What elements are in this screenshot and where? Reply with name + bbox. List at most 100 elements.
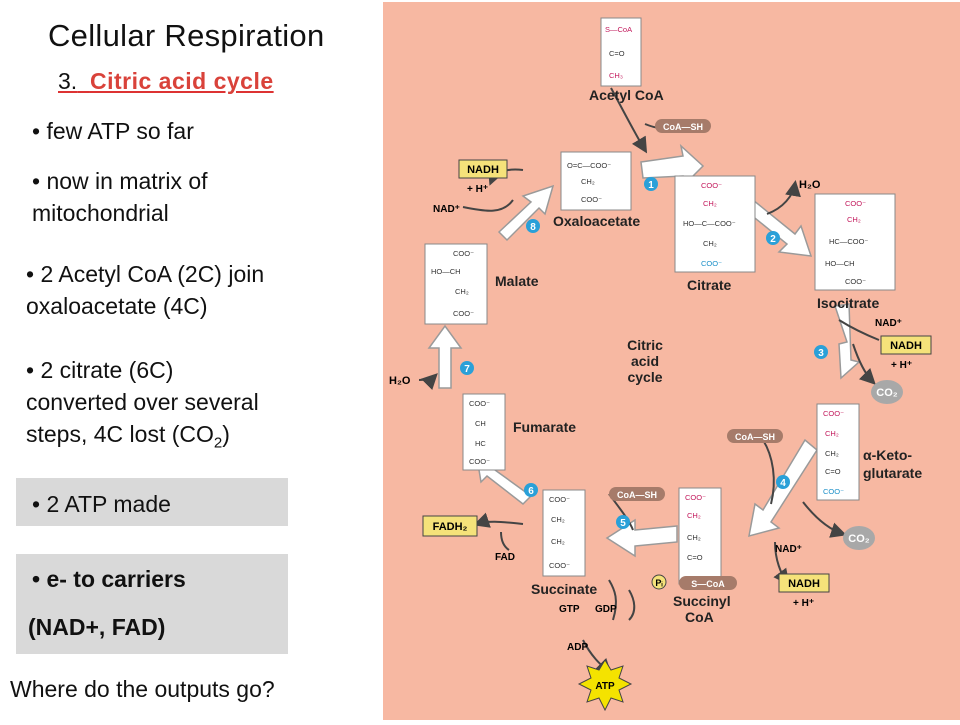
slide-subtitle: 3. Citric acid cycle xyxy=(58,68,274,95)
svg-text:S—CoA: S—CoA xyxy=(605,25,632,34)
box-keto xyxy=(816,403,860,501)
label-keto-2: glutarate xyxy=(863,465,922,481)
coa-sh-label-1: CoA—SH xyxy=(663,122,703,132)
label-isocitrate: Isocitrate xyxy=(817,295,879,311)
citrate-line-1: • 2 citrate (6C) xyxy=(26,357,174,383)
step-3: 3 xyxy=(814,345,828,359)
gdp-label: GDP xyxy=(595,604,617,615)
step-5-label: 5 xyxy=(620,518,626,529)
carriers-line-2: (NAD+, FAD) xyxy=(28,614,166,640)
bullet-text: few ATP so far xyxy=(46,118,194,144)
label-acetyl-coa: Acetyl CoA xyxy=(589,87,664,103)
fad-label: FAD xyxy=(495,552,515,563)
svg-text:CH₂: CH₂ xyxy=(703,199,717,208)
svg-text:COO⁻: COO⁻ xyxy=(685,493,706,502)
svg-text:HO—C—COO⁻: HO—C—COO⁻ xyxy=(683,219,736,228)
svg-text:CH₂: CH₂ xyxy=(847,215,861,224)
svg-text:CH₃: CH₃ xyxy=(609,71,623,80)
diagram-background xyxy=(383,2,960,720)
bullet-text: now in matrix of mitochondrial xyxy=(32,168,208,226)
h-plus-1: + H⁺ xyxy=(467,184,488,195)
nadh-1-label: NADH xyxy=(467,164,499,176)
step-4: 4 xyxy=(776,475,790,489)
svg-text:CH₂: CH₂ xyxy=(687,533,701,542)
svg-text:COO⁻: COO⁻ xyxy=(823,487,844,496)
svg-text:COO⁻: COO⁻ xyxy=(701,181,722,190)
carriers-box: • e- to carriers (NAD+, FAD) xyxy=(16,554,288,654)
arrow-7 xyxy=(427,324,463,389)
coa-sh-pill-2: CoA—SH xyxy=(727,429,783,443)
h-plus-3: + H⁺ xyxy=(793,598,814,609)
svg-text:CH: CH xyxy=(475,419,486,428)
nadh-3-label: NADH xyxy=(788,578,820,590)
atp-made-label: 2 ATP made xyxy=(46,491,171,517)
label-oxaloacetate: Oxaloacetate xyxy=(553,213,640,229)
fadh2-label: FADH₂ xyxy=(433,521,468,533)
fadh2: FADH₂ xyxy=(422,515,478,537)
arrow-5 xyxy=(605,518,678,558)
svg-text:HO—CH: HO—CH xyxy=(431,267,461,276)
co2-2-label: CO₂ xyxy=(848,533,870,545)
svg-text:C=O: C=O xyxy=(825,467,841,476)
step-circles: 1 2 3 4 5 6 7 8 xyxy=(460,177,828,529)
label-keto-1: α-Keto- xyxy=(863,447,912,463)
svg-text:HO—CH: HO—CH xyxy=(825,259,855,268)
carriers-line-1: • e- to carriers xyxy=(32,566,186,592)
nad-plus-3: NAD⁺ xyxy=(775,544,802,555)
svg-text:CH₂: CH₂ xyxy=(551,537,565,546)
label-succinate: Succinate xyxy=(531,581,597,597)
center-label-1: Citric xyxy=(627,337,663,353)
center-label-2: acid xyxy=(631,353,659,369)
pi-label: Pᵢ xyxy=(655,578,663,588)
coa-sh-label-2: CoA—SH xyxy=(735,432,775,442)
atp-made-text: • 2 ATP made xyxy=(32,491,171,517)
bullet-citrate: • 2 citrate (6C) converted over several … xyxy=(26,354,371,460)
arrow-3 xyxy=(834,303,861,380)
co2-2: CO₂ xyxy=(843,526,875,550)
svg-text:COO⁻: COO⁻ xyxy=(845,199,866,208)
side-reactions xyxy=(418,87,880,675)
atp-made-box: • 2 ATP made xyxy=(16,478,288,526)
svg-text:COO⁻: COO⁻ xyxy=(453,249,474,258)
subtitle-number: 3. xyxy=(58,68,78,94)
co2-subscript: 2 xyxy=(213,434,223,452)
svg-text:CH₂: CH₂ xyxy=(825,429,839,438)
pi-badge: Pᵢ xyxy=(651,574,667,590)
center-label: Citric acid cycle xyxy=(627,337,663,385)
box-succinate xyxy=(542,489,586,577)
svg-text:CH₂: CH₂ xyxy=(825,449,839,458)
svg-text:COO⁻: COO⁻ xyxy=(453,309,474,318)
svg-text:COO⁻: COO⁻ xyxy=(469,399,490,408)
molecule-labels: Acetyl CoA Oxaloacetate Citrate Isocitra… xyxy=(495,87,922,625)
outputs-question: Where do the outputs go? xyxy=(10,676,275,702)
svg-text:COO⁻: COO⁻ xyxy=(549,561,570,570)
svg-text:C=O: C=O xyxy=(609,49,625,58)
bullet-matrix: • now in matrix of mitochondrial xyxy=(32,168,208,226)
citrate-line-3: steps, 4C lost (CO2) xyxy=(26,418,371,460)
citrate-line-2: converted over several xyxy=(26,389,259,415)
svg-text:CH₂: CH₂ xyxy=(703,239,717,248)
nadh-3: NADH xyxy=(778,573,830,593)
svg-text:COO⁻: COO⁻ xyxy=(549,495,570,504)
step-3-label: 3 xyxy=(818,348,824,359)
box-succinyl xyxy=(678,487,722,585)
step-6: 6 xyxy=(524,483,538,497)
svg-text:CH₂: CH₂ xyxy=(687,511,701,520)
label-succinyl-2: CoA xyxy=(685,609,714,625)
citrate-text-3: steps, 4C lost (CO xyxy=(26,421,214,447)
step-7: 7 xyxy=(460,361,474,375)
step-5: 5 xyxy=(616,515,630,529)
svg-text:COO⁻: COO⁻ xyxy=(701,259,722,268)
svg-text:COO⁻: COO⁻ xyxy=(581,195,602,204)
box-acetyl-coa xyxy=(600,17,642,87)
bullet-acetyl-join: • 2 Acetyl CoA (2C) join oxaloacetate (4… xyxy=(26,261,265,319)
molecule-boxes xyxy=(424,17,896,585)
svg-text:C=O: C=O xyxy=(687,553,703,562)
step-7-label: 7 xyxy=(464,364,470,375)
h-plus-2: + H⁺ xyxy=(891,360,912,371)
citrate-text-1: 2 citrate (6C) xyxy=(40,357,174,383)
center-label-3: cycle xyxy=(627,369,662,385)
arrow-8 xyxy=(497,184,555,242)
